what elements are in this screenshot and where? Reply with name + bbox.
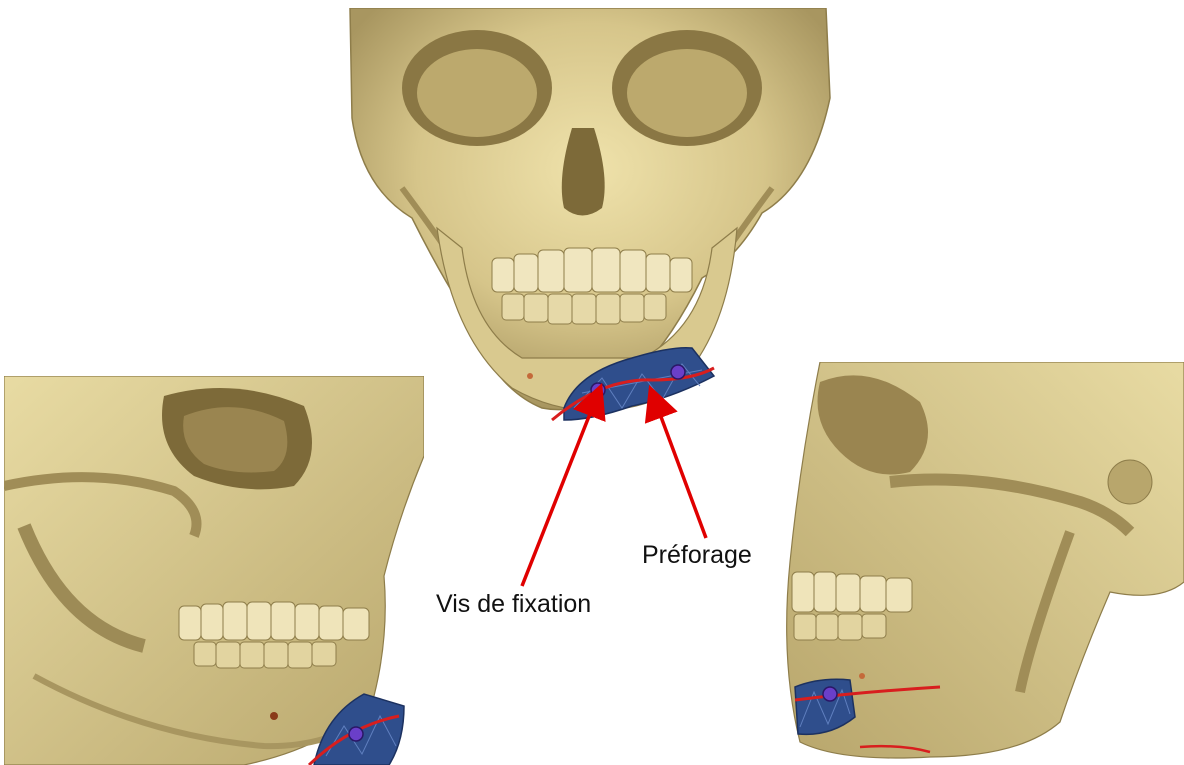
skull-oblique-view [4,376,424,765]
screw-annotation: Vis de fixation [436,590,591,619]
predrill-annotation: Préforage [642,541,752,570]
skull-lateral-view [780,362,1184,765]
skull-oblique-render [4,376,424,765]
skull-frontal-view [342,8,834,428]
skull-frontal-render [342,8,834,428]
skull-lateral-render [780,362,1184,765]
